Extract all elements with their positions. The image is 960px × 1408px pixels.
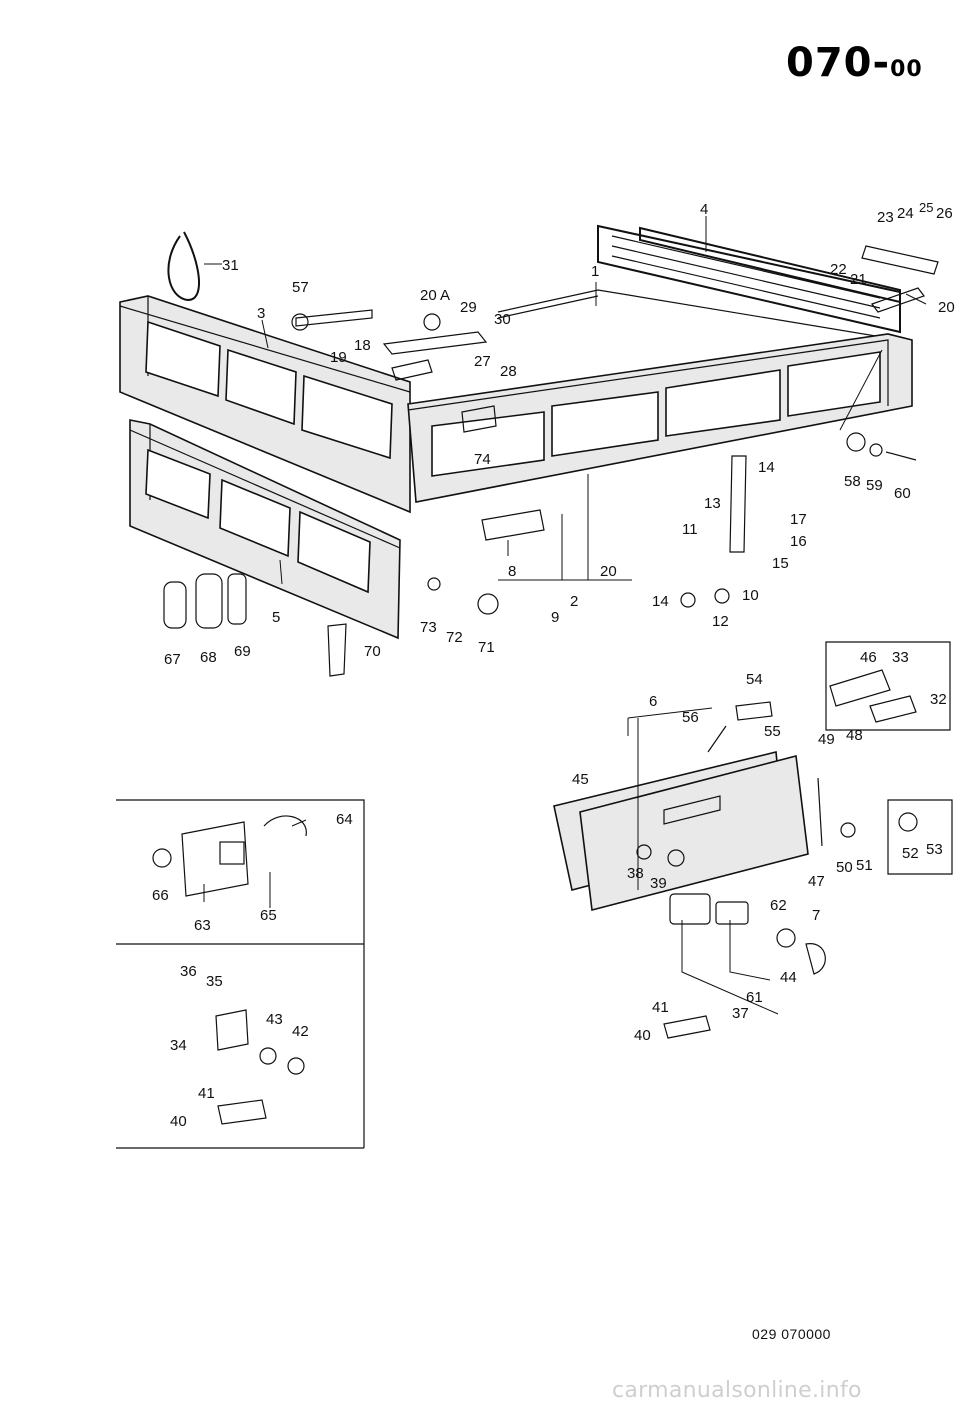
callout-25: 25 — [919, 200, 933, 215]
callout-2: 2 — [570, 593, 578, 610]
callout-29: 29 — [460, 299, 477, 316]
cargo-bed-floor — [497, 224, 901, 341]
callout-65: 65 — [260, 907, 277, 924]
callout-51: 51 — [856, 857, 873, 874]
callout-73: 73 — [420, 619, 437, 636]
callout-26: 26 — [936, 205, 953, 222]
callout-66: 66 — [152, 887, 169, 904]
callout-11: 11 — [682, 521, 698, 538]
leader-lines — [203, 216, 927, 1015]
hardware-parts — [163, 231, 939, 1039]
callout-63: 63 — [194, 917, 211, 934]
callout-7: 7 — [812, 907, 820, 924]
page-code-dash: - — [872, 40, 891, 86]
callout-33: 33 — [892, 649, 909, 666]
callout-15: 15 — [772, 555, 789, 572]
rear-door-panel — [553, 751, 809, 912]
callout-20-lower: 20 — [600, 563, 617, 580]
callout-14-top: 14 — [758, 459, 775, 476]
callout-64: 64 — [336, 811, 353, 828]
callout-27: 27 — [474, 353, 491, 370]
page-code-main: 070 — [786, 40, 873, 86]
callout-13: 13 — [704, 495, 721, 512]
callout-31: 31 — [222, 257, 239, 274]
callout-28: 28 — [500, 363, 517, 380]
callout-3: 3 — [257, 305, 265, 322]
callout-6: 6 — [649, 693, 657, 710]
callout-50: 50 — [836, 859, 853, 876]
callout-46: 46 — [860, 649, 877, 666]
callout-36: 36 — [180, 963, 197, 980]
callout-12: 12 — [712, 613, 729, 630]
callout-42: 42 — [292, 1023, 309, 1040]
callout-35: 35 — [206, 973, 223, 990]
callout-23: 23 — [877, 209, 894, 226]
callout-49: 49 — [818, 731, 835, 748]
callout-48: 48 — [846, 727, 863, 744]
callout-32: 32 — [930, 691, 947, 708]
callout-39: 39 — [650, 875, 667, 892]
callout-41-main: 41 — [652, 999, 669, 1016]
callout-30: 30 — [494, 311, 511, 328]
callout-71: 71 — [478, 639, 495, 656]
detail-inset-parts — [152, 815, 307, 1125]
callout-9: 9 — [551, 609, 559, 626]
callout-74: 74 — [474, 451, 491, 468]
callout-labels: 1 2 3 4 5 6 7 8 9 10 11 12 13 14 14 15 1… — [152, 200, 955, 1130]
callout-37: 37 — [732, 1005, 749, 1022]
callout-16: 16 — [790, 533, 807, 550]
callout-8: 8 — [508, 563, 516, 580]
callout-69: 69 — [234, 643, 251, 660]
callout-53: 53 — [926, 841, 943, 858]
callout-20A: 20 A — [420, 287, 450, 304]
callout-18: 18 — [354, 337, 371, 354]
page-code-suffix: 00 — [890, 57, 923, 82]
callout-14-bottom: 14 — [652, 593, 669, 610]
callout-56: 56 — [682, 709, 699, 726]
callout-60: 60 — [894, 485, 911, 502]
callout-47: 47 — [808, 873, 825, 890]
callout-4: 4 — [700, 201, 708, 218]
callout-24: 24 — [897, 205, 914, 222]
detail-inset-boxes — [116, 641, 953, 1149]
callout-20-right: 20 — [938, 299, 955, 316]
callout-57: 57 — [292, 279, 309, 296]
reference-number: 029 070000 — [752, 1326, 831, 1342]
callout-43: 43 — [266, 1011, 283, 1028]
callout-5: 5 — [272, 609, 280, 626]
callout-70: 70 — [364, 643, 381, 660]
callout-58: 58 — [844, 473, 861, 490]
callout-67: 67 — [164, 651, 181, 668]
callout-40-main: 40 — [634, 1027, 651, 1044]
callout-55: 55 — [764, 723, 781, 740]
page-code: 070-00 — [786, 40, 923, 86]
callout-1: 1 — [591, 263, 599, 280]
callout-44: 44 — [780, 969, 797, 986]
front-tailgate-panel — [407, 333, 913, 503]
callout-54: 54 — [746, 671, 763, 688]
callout-21: 21 — [850, 271, 867, 288]
callout-34: 34 — [170, 1037, 187, 1054]
left-side-panel — [119, 295, 411, 514]
callout-38: 38 — [627, 865, 644, 882]
watermark: carmanualsonline.info — [612, 1378, 862, 1403]
callout-62: 62 — [770, 897, 787, 914]
callout-41-inset: 41 — [198, 1085, 215, 1102]
callout-19: 19 — [330, 349, 347, 366]
callout-61: 61 — [746, 989, 763, 1006]
callout-68: 68 — [200, 649, 217, 666]
callout-40-inset: 40 — [170, 1113, 187, 1130]
callout-52: 52 — [902, 845, 919, 862]
callout-17: 17 — [790, 511, 807, 528]
callout-59: 59 — [866, 477, 883, 494]
inner-side-panel — [129, 419, 401, 640]
callout-72: 72 — [446, 629, 463, 646]
callout-22: 22 — [830, 261, 847, 278]
callout-10: 10 — [742, 587, 759, 604]
callout-45: 45 — [572, 771, 589, 788]
